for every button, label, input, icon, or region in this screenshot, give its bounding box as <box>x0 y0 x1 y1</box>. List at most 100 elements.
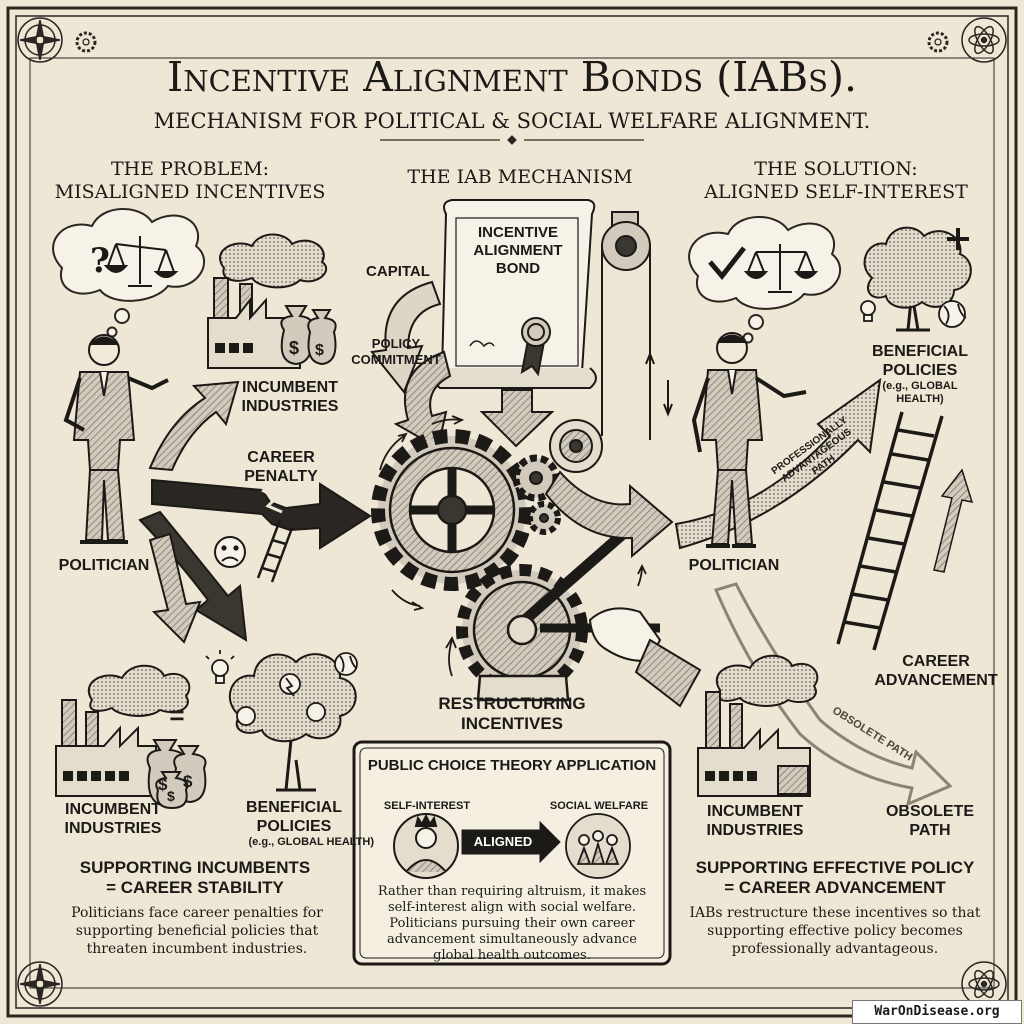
scales-icon <box>103 236 179 287</box>
scroll-down-arrow <box>479 389 555 448</box>
label-line: INCUMBENT <box>242 379 338 396</box>
globe-icon <box>334 652 358 676</box>
label-line: POLICIES <box>882 362 958 379</box>
arrow-down-hatched <box>148 532 202 644</box>
politician-figure-left <box>63 334 169 544</box>
summary-line: = CAREER ADVANCEMENT <box>724 878 946 897</box>
social-welfare-emblem <box>565 813 631 879</box>
incumbent-factory-top <box>207 233 328 369</box>
capital-arrow <box>370 280 442 394</box>
arrow-career-penalty <box>151 478 372 550</box>
atom-icon <box>961 961 1007 1007</box>
beneficial-label-right: BENEFICIAL POLICIES (e.g., GLOBAL HEALTH… <box>860 342 980 406</box>
thought-bubble-question <box>52 208 206 338</box>
mechanism-heading: THE IAB MECHANISM <box>407 166 633 188</box>
arrow-to-incumbents <box>148 380 240 472</box>
problem-heading-line: MISALIGNED INCENTIVES <box>54 181 326 203</box>
incumbent-label-top: INCUMBENT INDUSTRIES <box>220 378 360 416</box>
small-gear-icon <box>75 31 949 53</box>
incumbent-factory-right <box>697 654 819 797</box>
lower-gear-crank <box>456 513 660 702</box>
lightbulb-icon <box>860 300 876 322</box>
output-arrow <box>544 470 674 559</box>
incumbent-label-bottom: INCUMBENT INDUSTRIES <box>48 800 178 838</box>
label-line: RESTRUCTURING <box>438 694 586 713</box>
bond-line: INCENTIVE <box>477 224 558 241</box>
politician-label-left: POLITICIAN <box>58 557 150 574</box>
dollar-icon: $ <box>167 788 175 804</box>
summary-line: SUPPORTING INCUMBENTS <box>79 858 311 877</box>
dollar-icon: $ <box>158 775 168 794</box>
label-line: ADVANCEMENT <box>874 672 998 689</box>
public-choice-description: Rather than requiring altruism, it makes… <box>377 884 647 963</box>
page-subtitle: MECHANISM FOR POLITICAL & SOCIAL WELFARE… <box>153 109 871 133</box>
solution-heading-line: THE SOLUTION: <box>754 158 918 180</box>
rotation-arrows <box>379 415 647 677</box>
summary-line: SUPPORTING EFFECTIVE POLICY <box>695 858 975 877</box>
checkmark-icon <box>708 246 746 280</box>
scales-icon <box>743 244 819 293</box>
label-line: INDUSTRIES <box>706 822 804 839</box>
leaf-circle-icon <box>236 673 326 726</box>
bond-scroll <box>433 199 597 389</box>
question-mark-icon: ? <box>90 241 110 281</box>
dollar-icon: $ <box>315 342 324 359</box>
title-divider <box>380 135 644 145</box>
label-note: HEALTH) <box>896 393 944 405</box>
broken-ladder-icon <box>256 519 294 583</box>
label-line: INCUMBENT <box>65 801 161 818</box>
capital-label: CAPITAL <box>366 263 430 280</box>
label-line: POLICY <box>371 336 421 351</box>
label-line: POLICIES <box>256 818 332 835</box>
restructuring-label: RESTRUCTURING INCENTIVES <box>412 694 612 734</box>
label-line: BENEFICIAL <box>872 343 968 360</box>
label-note: (e.g., GLOBAL HEALTH) <box>248 836 374 848</box>
career-advancement-label: CAREER ADVANCEMENT <box>866 652 1006 690</box>
broken-arrow-zigzag <box>261 488 283 514</box>
dollar-icon: $ <box>289 338 299 358</box>
public-choice-title: PUBLIC CHOICE THEORY APPLICATION <box>367 757 657 774</box>
solution-heading: THE SOLUTION: ALIGNED SELF-INTEREST <box>676 158 996 204</box>
summary-line: = CAREER STABILITY <box>106 878 284 897</box>
sad-face-icon <box>214 536 246 568</box>
hand-on-crank <box>588 607 702 708</box>
politician-label-right: POLITICIAN <box>688 557 780 574</box>
thought-bubble-check <box>688 216 842 344</box>
label-line: PENALTY <box>244 468 318 485</box>
solution-summary: SUPPORTING EFFECTIVE POLICY = CAREER ADV… <box>680 858 990 898</box>
compass-rose-icon <box>17 961 63 1007</box>
problem-heading: THE PROBLEM: MISALIGNED INCENTIVES <box>40 158 340 204</box>
compass-rose-icon <box>17 17 63 63</box>
bond-seal-icon <box>520 317 551 377</box>
solution-heading-line: ALIGNED SELF-INTEREST <box>704 181 968 203</box>
globe-icon <box>938 300 967 328</box>
decorative-frame <box>6 6 1018 1018</box>
solution-description: IABs restructure these incentives so tha… <box>689 905 981 957</box>
aligned-label: ALIGNED <box>473 834 533 849</box>
label-line: INDUSTRIES <box>64 820 162 837</box>
watermark-label[interactable]: WarOnDisease.org <box>852 1000 1022 1024</box>
problem-description: Politicians face career penalties for su… <box>71 905 323 957</box>
atom-icon <box>961 17 1007 63</box>
lightbulb-icon <box>205 650 235 684</box>
beneficial-tree-icon <box>863 226 972 332</box>
label-line: OBSOLETE <box>885 803 974 820</box>
label-line: BENEFICIAL <box>246 799 342 816</box>
self-interest-label: SELF-INTEREST <box>383 800 471 812</box>
label-line: INCENTIVES <box>460 714 564 733</box>
self-interest-emblem <box>393 813 459 879</box>
label-line: PATH <box>909 822 951 839</box>
problem-heading-line: THE PROBLEM: <box>110 158 270 180</box>
politician-figure-right <box>691 332 807 548</box>
pulley-wheel <box>601 211 651 440</box>
down-arrow-icon <box>663 380 673 417</box>
label-line: COMMITMENT <box>351 352 441 367</box>
policy-arrow <box>393 350 452 450</box>
plus-icon <box>947 228 969 250</box>
label-line: INDUSTRIES <box>241 398 339 415</box>
policy-commitment-label: POLICY COMMITMENT <box>346 336 446 368</box>
up-arrow-icon <box>645 351 655 382</box>
beneficial-tree-icon <box>228 653 357 792</box>
label-line: CAREER <box>247 449 315 466</box>
